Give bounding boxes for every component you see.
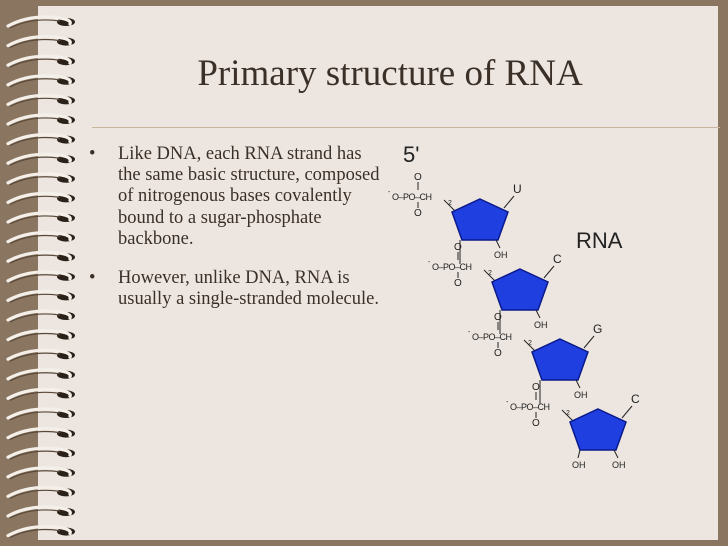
- base-bond: [583, 335, 595, 349]
- hydroxyl-label: OH: [574, 390, 588, 400]
- oxygen-top-label: O: [494, 312, 502, 323]
- hydroxyl-bond: [575, 379, 581, 389]
- bullet-text: However, unlike DNA, RNA is usually a si…: [118, 268, 379, 310]
- phosphate-subscript: 2: [448, 200, 452, 207]
- binding-ring: [6, 505, 75, 519]
- bullet-list: • Like DNA, each RNA strand has the same …: [88, 144, 388, 310]
- charge-label: -: [428, 259, 431, 266]
- charge-label: -: [468, 329, 471, 336]
- base-label: C: [553, 252, 562, 266]
- binding-ring: [6, 427, 75, 441]
- binding-ring: [6, 329, 75, 343]
- binding-ring: [6, 289, 75, 303]
- hydroxyl-bond: [613, 449, 619, 459]
- bullet-marker: •: [89, 268, 96, 289]
- phosphate-subscript: 2: [528, 340, 532, 347]
- charge-label: -: [388, 189, 391, 196]
- ribose-sugar-ring: [491, 268, 549, 311]
- binding-ring: [6, 525, 75, 539]
- binding-ring: [6, 231, 75, 245]
- oxygen-bottom-label: O: [494, 348, 502, 359]
- hydroxyl-bond: [535, 309, 541, 319]
- phosphate-subscript: 2: [488, 270, 492, 277]
- title-divider: [92, 127, 720, 128]
- nucleotide-chain: O-O–PO–CH2OUOHO-O–PO–CH2OCOHO-O–PO–CH2OG…: [388, 172, 640, 470]
- base-label: G: [593, 322, 602, 336]
- hydroxyl-bond: [495, 239, 501, 249]
- phosphate-label: O–PO–CH: [392, 192, 432, 202]
- bullet-text: Like DNA, each RNA strand has the same b…: [118, 144, 380, 249]
- binding-ring: [6, 407, 75, 421]
- binding-ring: [6, 74, 75, 88]
- binding-ring: [6, 133, 75, 147]
- binding-ring: [6, 152, 75, 166]
- oxygen-top-label: O: [532, 382, 540, 393]
- binding-ring: [6, 485, 75, 499]
- base-bond: [543, 265, 555, 279]
- ribose-sugar-ring: [569, 408, 627, 451]
- binding-ring: [6, 348, 75, 362]
- hydroxyl-label: OH: [612, 460, 626, 470]
- binding-ring: [6, 387, 75, 401]
- bullet-item: • Like DNA, each RNA strand has the same …: [88, 144, 388, 250]
- binding-ring: [6, 113, 75, 127]
- phosphate-label: O–PO–CH: [432, 262, 472, 272]
- binding-ring: [6, 309, 75, 323]
- base-label: U: [513, 182, 522, 196]
- bullet-marker: •: [89, 144, 96, 164]
- phosphate-label: O–PO–CH: [510, 402, 550, 412]
- oxygen-top-label: O: [454, 242, 462, 253]
- oxygen-top-label: O: [414, 172, 422, 183]
- binding-ring: [6, 250, 75, 264]
- phosphate-subscript: 2: [566, 410, 570, 417]
- hydroxyl-label: OH: [572, 460, 586, 470]
- binding-ring: [6, 368, 75, 382]
- oxygen-bottom-label: O: [414, 208, 422, 219]
- base-bond: [621, 405, 633, 419]
- rna-label: RNA: [576, 228, 623, 253]
- bullet-item: • However, unlike DNA, RNA is usually a s…: [88, 268, 388, 310]
- binding-ring: [6, 466, 75, 480]
- slide-title: Primary structure of RNA: [197, 53, 583, 94]
- binding-ring: [6, 15, 75, 29]
- binding-ring: [6, 191, 75, 205]
- paper-background: [38, 6, 718, 540]
- oxygen-bottom-label: O: [454, 278, 462, 289]
- base-label: C: [631, 392, 640, 406]
- ribose-sugar-ring: [531, 338, 589, 381]
- binding-ring: [6, 270, 75, 284]
- phosphate-label: O–PO–CH: [472, 332, 512, 342]
- binding-ring: [6, 93, 75, 107]
- five-prime-label: 5': [403, 142, 419, 167]
- binding-ring: [6, 54, 75, 68]
- ribose-sugar-ring: [451, 198, 509, 241]
- oxygen-bottom-label: O: [532, 418, 540, 429]
- charge-label: -: [506, 399, 509, 406]
- binding-ring: [6, 446, 75, 460]
- binding-ring: [6, 35, 75, 49]
- rna-structure-diagram: 5' RNA O-O–PO–CH2OUOHO-O–PO–CH2OCOHO-O–P…: [388, 142, 640, 470]
- hydroxyl-label: OH: [494, 250, 508, 260]
- binding-ring: [6, 172, 75, 186]
- spiral-binding: [6, 15, 75, 539]
- hydroxyl-bond: [577, 449, 581, 459]
- binding-ring: [6, 211, 75, 225]
- base-bond: [503, 195, 515, 209]
- hydroxyl-label: OH: [534, 320, 548, 330]
